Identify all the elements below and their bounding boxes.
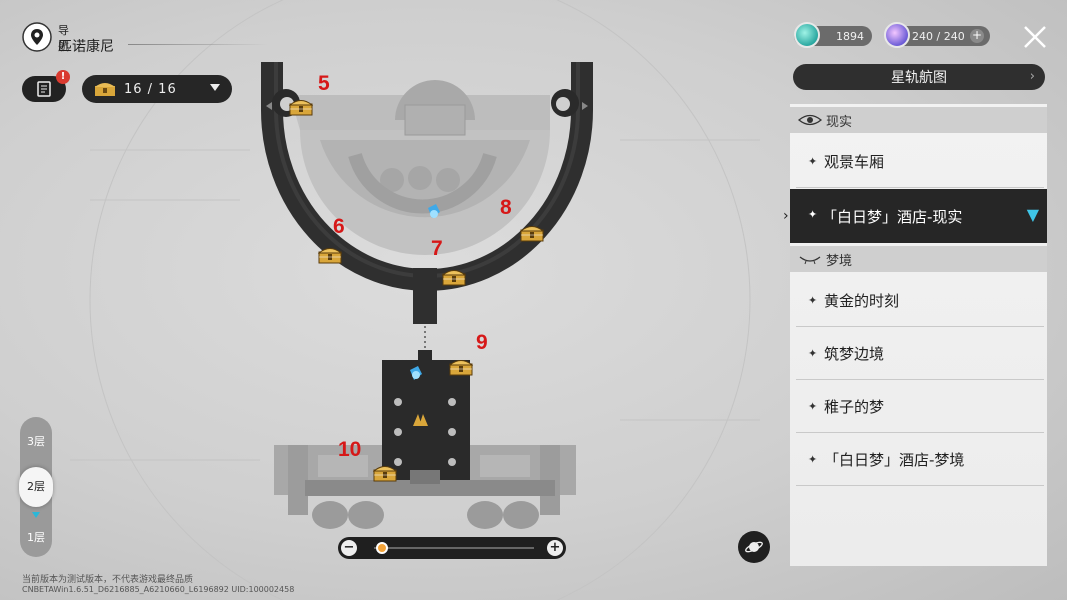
chest-number-label: 8 <box>500 196 512 219</box>
sparkle-icon: ✦ <box>808 453 818 466</box>
closed-eye-icon <box>799 256 821 265</box>
build-info: CNBETAWin1.6.51_D6216885_A6210660_L61968… <box>22 585 295 594</box>
star-rail-map-button[interactable]: 星轨航图 › <box>793 64 1045 90</box>
dropdown-arrow-icon <box>210 84 220 91</box>
lower-hall <box>274 350 576 529</box>
chest-filter-dropdown[interactable]: 16 / 16 <box>82 75 232 103</box>
treasure-chest-icon[interactable] <box>288 98 314 116</box>
location-item-label: 观景车厢 <box>824 153 885 171</box>
zoom-handle[interactable] <box>376 542 388 554</box>
add-power-button[interactable]: + <box>970 28 984 43</box>
floor-3-button[interactable]: 3层 <box>27 435 45 448</box>
map-canvas[interactable] <box>0 0 790 600</box>
location-item-label: 「白日梦」酒店-现实 <box>822 207 963 226</box>
floor-2-button[interactable]: 2层 <box>19 467 53 507</box>
bell-icon <box>413 414 428 426</box>
map-pin-icon <box>22 22 52 52</box>
location-item-observation-car[interactable]: ✦ 观景车厢 <box>796 136 1044 188</box>
sparkle-icon: ✦ <box>808 400 818 413</box>
floor-down-arrow-icon <box>32 512 40 518</box>
arc-walkway <box>261 62 593 324</box>
stellar-jade-counter: 1894 <box>794 22 872 48</box>
section-reality: 现实 <box>790 107 1047 133</box>
beta-notice: 当前版本为测试版本，不代表游戏最终品质 <box>22 575 194 585</box>
chest-number-label: 5 <box>318 72 330 95</box>
zoom-slider[interactable]: − + <box>338 537 566 559</box>
upper-hall <box>290 80 550 255</box>
close-icon[interactable] <box>1022 24 1048 50</box>
treasure-chest-icon <box>95 83 115 96</box>
floor-selector: 3层 2层 1层 <box>19 417 53 557</box>
section-reality-label: 现实 <box>826 114 853 130</box>
notification-badge: ! <box>56 70 70 84</box>
treasure-chest-icon[interactable] <box>448 358 474 376</box>
planet-view-button[interactable] <box>738 531 770 563</box>
sparkle-icon: ✦ <box>808 294 818 307</box>
current-location-icon: ▼ <box>1026 205 1039 224</box>
map-background-lines <box>70 0 760 600</box>
sparkle-icon: ✦ <box>808 208 818 221</box>
location-item-golden-hour[interactable]: ✦ 黄金的时刻 <box>796 275 1044 327</box>
stellar-jade-value: 1894 <box>836 29 864 43</box>
section-dreamscape: 梦境 <box>790 246 1047 272</box>
chevron-right-icon: › <box>1029 69 1035 84</box>
space-anchor-icon[interactable] <box>410 366 422 380</box>
sparkle-icon: ✦ <box>808 155 818 168</box>
location-item-label: 黄金的时刻 <box>824 292 900 310</box>
floor-1-button[interactable]: 1层 <box>27 531 45 544</box>
divider <box>128 44 268 45</box>
location-item-hotel-reality[interactable]: ✦ 「白日梦」酒店-现实 ▼ <box>790 189 1047 243</box>
chest-number-label: 6 <box>333 215 345 238</box>
document-icon <box>37 81 51 97</box>
treasure-chest-icon[interactable] <box>519 224 545 242</box>
zoom-track[interactable] <box>374 547 534 549</box>
trailblaze-power-icon <box>884 22 910 48</box>
sparkle-icon: ✦ <box>808 347 818 360</box>
location-item-childs-dream[interactable]: ✦ 稚子的梦 <box>796 381 1044 433</box>
nav-label: 导航 <box>58 24 69 53</box>
treasure-chest-icon[interactable] <box>372 464 398 482</box>
section-dreamscape-label: 梦境 <box>826 253 853 269</box>
chest-count: 16 / 16 <box>124 81 177 97</box>
location-name: 匹诺康尼 <box>58 39 114 55</box>
location-item-hotel-dreamscape[interactable]: ✦ 「白日梦」酒店-梦境 <box>796 434 1044 486</box>
location-item-dream-edge[interactable]: ✦ 筑梦边境 <box>796 328 1044 380</box>
chest-number-label: 7 <box>431 237 443 260</box>
trailblaze-power-counter[interactable]: 240 / 240 + <box>884 22 990 48</box>
zoom-out-button[interactable]: − <box>341 540 357 556</box>
star-rail-map-label: 星轨航图 <box>891 70 947 86</box>
eye-icon <box>798 114 822 126</box>
space-anchor-icon[interactable] <box>428 204 440 218</box>
treasure-chest-icon[interactable] <box>441 268 467 286</box>
selection-pointer-icon: › <box>783 208 789 224</box>
location-item-label: 「白日梦」酒店-梦境 <box>824 451 965 469</box>
zoom-in-button[interactable]: + <box>547 540 563 556</box>
chest-number-label: 9 <box>476 331 488 354</box>
treasure-chest-icon[interactable] <box>317 246 343 264</box>
planet-icon <box>745 541 763 553</box>
trailblaze-power-value: 240 / 240 <box>912 29 965 43</box>
location-list-panel <box>790 104 1047 566</box>
stellar-jade-icon <box>794 22 820 48</box>
chest-number-label: 10 <box>338 438 362 461</box>
location-item-label: 稚子的梦 <box>824 398 885 416</box>
location-item-label: 筑梦边境 <box>824 345 885 363</box>
